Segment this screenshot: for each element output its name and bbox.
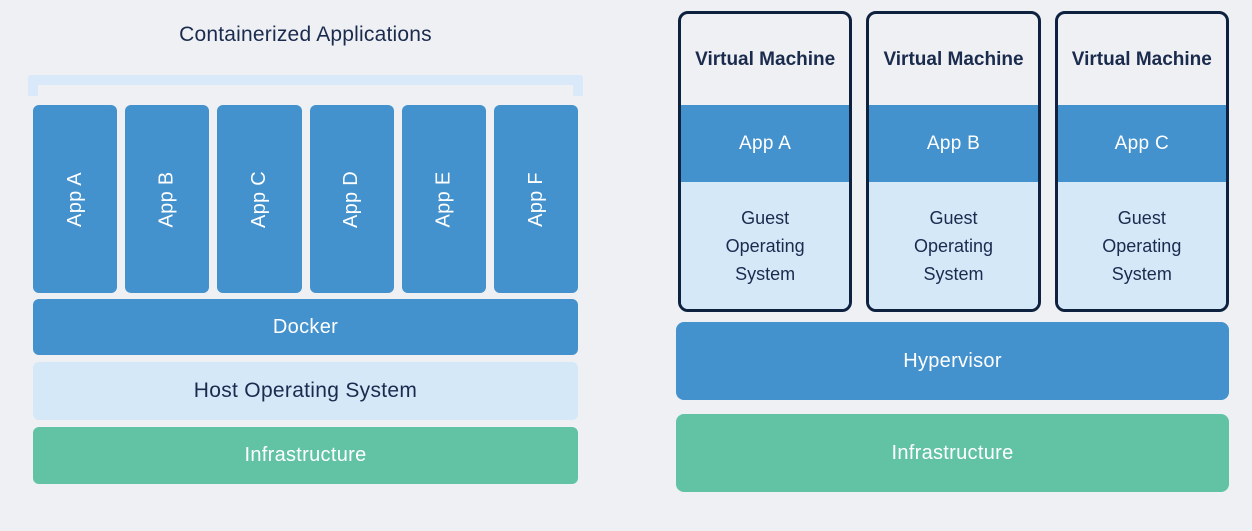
container-app-a: App A	[33, 105, 118, 293]
vm-row: Virtual Machine App A Guest Operating Sy…	[678, 11, 1229, 312]
docker-layer: Docker	[33, 299, 578, 355]
containers-infrastructure-label: Infrastructure	[244, 444, 367, 466]
vms-infrastructure-label: Infrastructure	[891, 441, 1014, 464]
container-app-a-label: App A	[63, 171, 86, 227]
vm-2-title: Virtual Machine	[883, 48, 1024, 70]
vm-2-guest-os-label: Guest Operating System	[913, 207, 994, 284]
virtual-machine-box-3: Virtual Machine App C Guest Operating Sy…	[1054, 11, 1229, 312]
docker-layer-label: Docker	[272, 315, 339, 338]
container-app-f: App F	[493, 105, 579, 293]
containers-infrastructure-layer: Infrastructure	[33, 427, 578, 484]
container-group-bracket	[28, 75, 583, 96]
container-app-c: App C	[217, 105, 302, 293]
container-app-b-label: App B	[155, 171, 178, 227]
virtual-machine-box-2: Virtual Machine App B Guest Operating Sy…	[866, 11, 1041, 312]
virtual-machine-box-1: Virtual Machine App A Guest Operating Sy…	[678, 11, 853, 312]
vm-2-guest-os: Guest Operating System	[869, 182, 1038, 309]
vm-3-guest-os: Guest Operating System	[1057, 182, 1226, 309]
container-app-e: App E	[401, 105, 486, 293]
vm-3-app: App C	[1057, 105, 1226, 182]
vm-1-guest-os-label: Guest Operating System	[725, 207, 805, 284]
container-app-e-label: App E	[432, 171, 455, 227]
hypervisor-layer: Hypervisor	[676, 322, 1229, 400]
vms-infrastructure-layer: Infrastructure	[676, 414, 1229, 492]
vm-1-guest-os: Guest Operating System	[681, 182, 850, 309]
vm-3-title: Virtual Machine	[1071, 48, 1212, 70]
container-app-c-label: App C	[247, 170, 270, 228]
vm-2-app: App B	[869, 105, 1038, 182]
container-app-d: App D	[309, 105, 394, 293]
host-os-layer-label: Host Operating System	[193, 379, 418, 402]
hypervisor-layer-label: Hypervisor	[903, 349, 1002, 372]
container-app-f-label: App F	[524, 171, 547, 227]
vm-1-title: Virtual Machine	[695, 48, 836, 70]
container-app-b: App B	[125, 105, 210, 293]
vm-3-guest-os-label: Guest Operating System	[1102, 207, 1182, 284]
host-os-layer: Host Operating System	[33, 362, 578, 420]
container-apps-row: App A App B App C App D App E App F	[33, 105, 579, 293]
containers-panel-title: Containerized Applications	[179, 23, 432, 46]
container-app-d-label: App D	[340, 170, 363, 228]
vm-1-app: App A	[681, 105, 850, 182]
